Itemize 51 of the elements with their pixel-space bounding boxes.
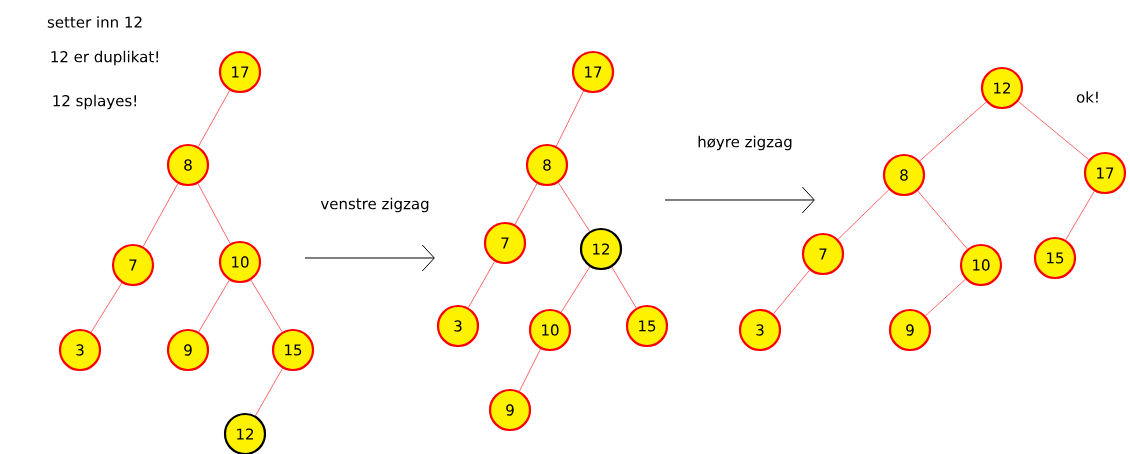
annotation-text: 12 er duplikat! [51,50,158,66]
tree-node: 15 [271,328,315,372]
tree-edge [255,368,283,416]
tree-edge [142,183,179,247]
tree-node: 12 [980,66,1024,110]
tree-edge [556,90,584,147]
tree-node: 9 [166,328,210,372]
tree-edge [917,190,968,250]
annotation-text: setter inn 12 [47,16,142,28]
tree-node: 12 [579,227,623,271]
tree-node: 3 [58,328,102,372]
tree-node: 7 [801,232,845,276]
tree-edge [197,183,231,244]
annotation-text: høyre zigzag [698,135,792,151]
annotation-text: 12 splayes! [53,94,136,110]
tree-node: 15 [625,304,669,348]
tree-node: 9 [888,308,932,352]
tree-edge [514,183,538,225]
tree-node: 10 [528,308,572,352]
tree-edge [468,261,495,308]
tree-edge [1065,190,1095,241]
tree-node: 17 [1083,151,1127,195]
tree-node: 10 [959,243,1003,287]
tree-node: 15 [1033,236,1077,280]
tree-edge [925,278,966,317]
tree-edge [611,266,637,309]
tree-edge [198,90,230,147]
tree-node: 12 [223,412,267,454]
tree-node: 7 [111,243,155,287]
tree-edge [1017,101,1090,160]
tree-node: 10 [218,240,262,284]
tree-edge [773,269,810,315]
tree-node: 3 [436,304,480,348]
tree-node: 3 [738,308,782,352]
tree-edge [837,189,890,240]
tree-edge [560,266,591,313]
annotation-text: ok! [1076,91,1098,103]
tree-edge [558,182,590,232]
tree-node: 8 [882,153,926,197]
tree-node: 8 [525,143,569,187]
tree-node: 9 [488,388,532,432]
tree-edge [198,279,230,333]
tree-node: 17 [218,50,262,94]
tree-edge [90,282,123,333]
tree-edge [919,101,987,162]
tree-node: 8 [166,143,210,187]
tree-node: 17 [571,50,615,94]
tree-edge [519,348,541,392]
tree-node: 7 [483,221,527,265]
tree-edge [250,279,283,333]
annotation-text: venstre zigzag [320,197,429,213]
